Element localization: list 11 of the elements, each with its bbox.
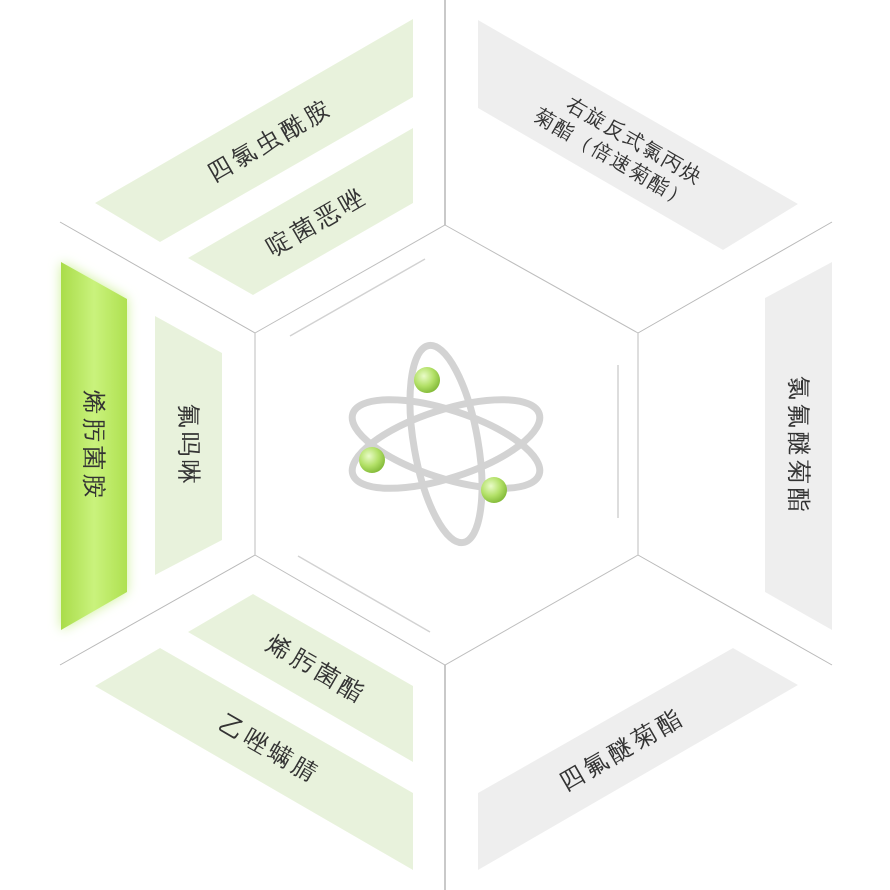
band-label: 氯氟醚菊酯 (786, 376, 812, 516)
band-label: 四氟醚菊酯 (554, 702, 689, 796)
band (478, 20, 798, 250)
band (478, 648, 798, 870)
band-label: 右旋反式氯丙炔菊酯（倍速菊酯） (530, 90, 709, 212)
band-label: 烯肟菌酯 (262, 629, 372, 708)
band-label: 乙唑螨腈 (215, 710, 326, 788)
band-label: 烯肟菌胺 (81, 390, 107, 502)
band (155, 316, 222, 575)
band-label: 氟吗啉 (176, 404, 202, 488)
band (765, 262, 832, 630)
